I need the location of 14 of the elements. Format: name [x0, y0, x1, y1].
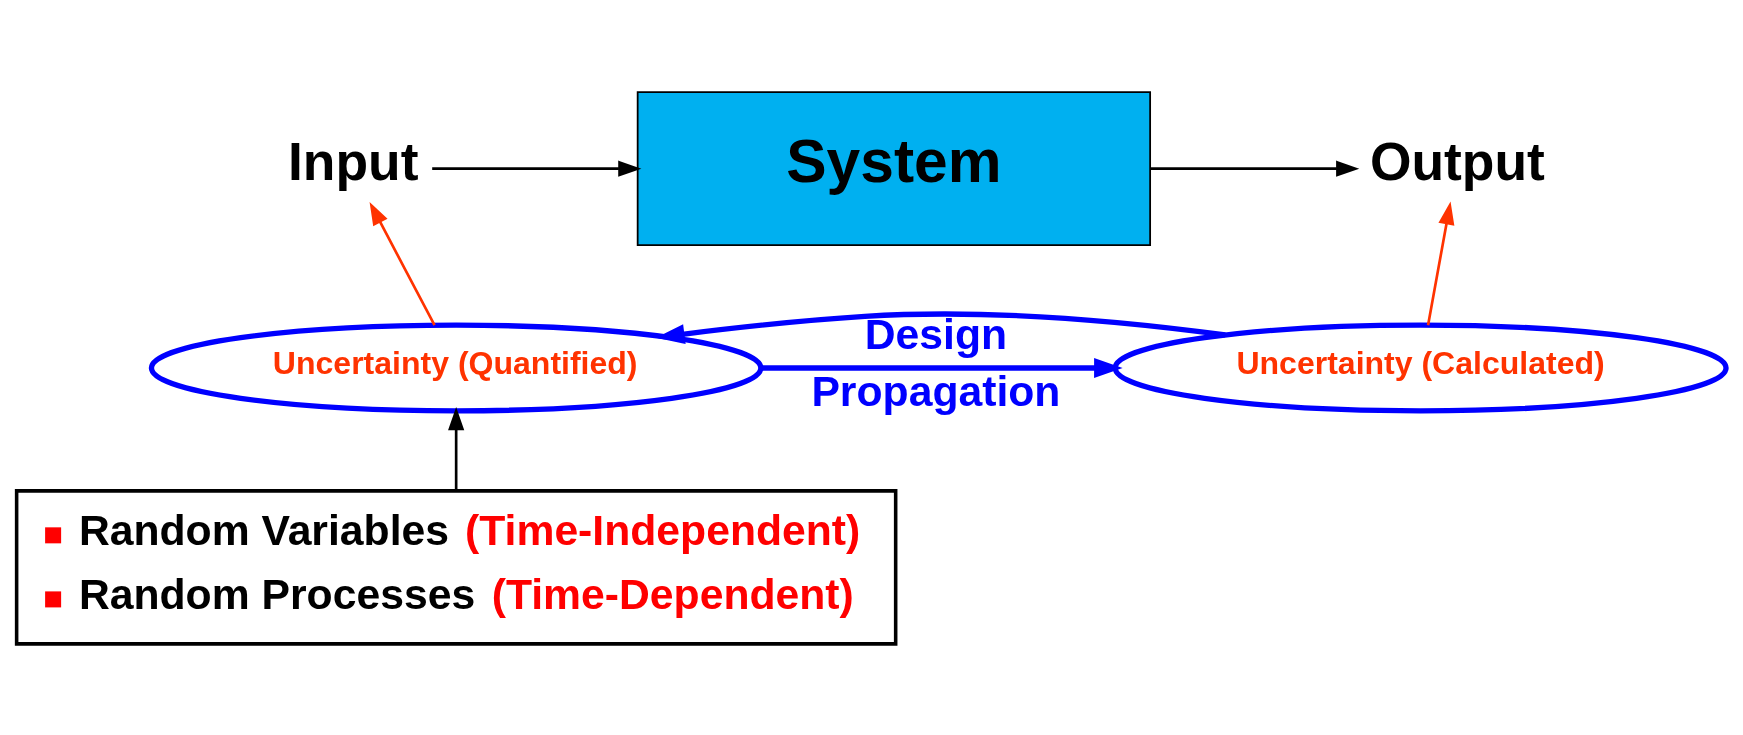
arrow	[1426, 201, 1455, 325]
node-text: Output	[1369, 131, 1545, 191]
edge-label: Propagation	[811, 366, 1061, 415]
arrow	[369, 201, 436, 326]
arrow	[432, 160, 642, 177]
arrow	[448, 406, 465, 490]
node-box: System	[636, 90, 1152, 246]
arrow	[1150, 160, 1360, 177]
node-box: Random Variables (Time-Independent) Random Processes (Time-Dependent)	[14, 488, 898, 646]
edge-label: Design	[864, 309, 1008, 358]
arrow	[760, 357, 1123, 378]
node-ellipse: Uncertainty (Calculated)	[1112, 321, 1729, 414]
arrow	[656, 310, 1226, 344]
node-text: Input	[288, 131, 419, 191]
